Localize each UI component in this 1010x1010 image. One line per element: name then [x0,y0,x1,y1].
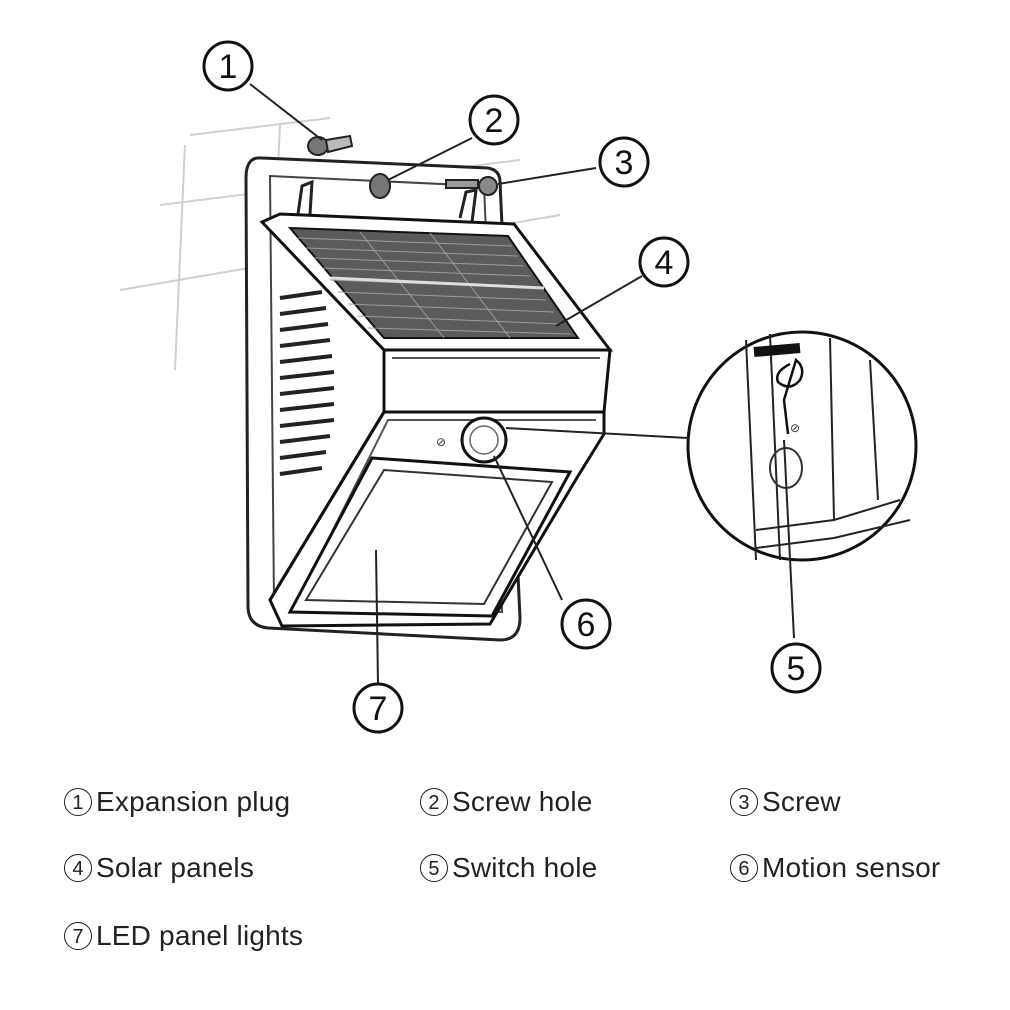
switch-hole-zoom: ⊘ [505,330,918,562]
led-panel [287,456,573,618]
screw [445,176,498,196]
solar-panel [259,212,614,352]
callout-3: 3 [598,136,650,188]
callout-6: 6 [560,598,612,650]
callout-4: 4 [638,236,690,288]
callout-1: 1 [202,40,254,92]
svg-text:5: 5 [787,650,806,688]
expansion-plug [307,134,354,156]
side-vents [279,290,335,476]
callout-7: 7 [352,682,404,734]
svg-text:3: 3 [615,144,634,182]
callout-5: 5 [770,642,822,694]
svg-text:1: 1 [219,48,238,86]
svg-text:⊘: ⊘ [436,435,446,449]
svg-text:2: 2 [485,102,504,140]
svg-text:⊘: ⊘ [790,421,800,435]
svg-text:6: 6 [577,606,596,644]
svg-text:4: 4 [655,244,674,282]
callout-2: 2 [468,94,520,146]
screw-hole [369,173,391,199]
leader-lines [249,83,795,685]
svg-text:7: 7 [369,690,388,728]
motion-sensor: ⊘ [436,416,508,464]
